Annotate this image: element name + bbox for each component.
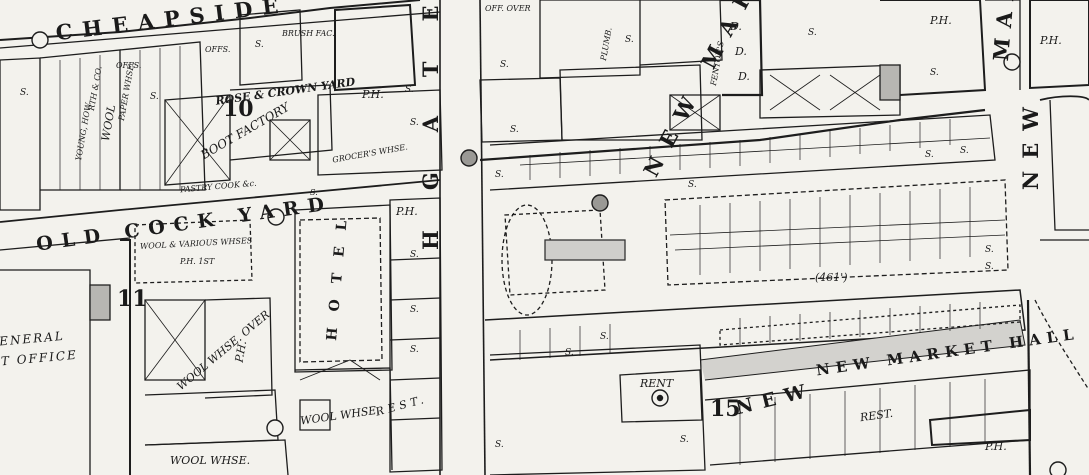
label-shop: S.	[625, 35, 634, 45]
label-shop: S.	[20, 88, 29, 98]
label-ph: P.H.	[930, 14, 952, 27]
label-offs: OFFS.	[116, 61, 142, 70]
label-shop: S.	[410, 305, 419, 315]
label-shop: S.	[985, 262, 994, 272]
label-shop: S.	[925, 150, 934, 160]
label-ph: P.H.	[362, 88, 384, 101]
label-shop: S.	[985, 245, 994, 255]
label-shop: S.	[600, 332, 609, 342]
label-offs-2: OFFS.	[205, 45, 231, 54]
label-shop: S.	[960, 146, 969, 156]
street-new-right: NEW	[1018, 95, 1043, 190]
label-market-area: (461')	[815, 271, 848, 284]
label-rent: RENT	[640, 377, 674, 390]
label-ph: P.H.	[985, 440, 1007, 453]
label-shop: S.	[808, 28, 817, 38]
label-wool-whse: WOOL WHSE.	[170, 454, 251, 467]
label-shop: S.	[410, 345, 419, 355]
label-shop: S.	[255, 40, 264, 50]
label-brush-fac: BRUSH FAC.	[282, 29, 335, 38]
sheet-number-11: 11	[117, 286, 148, 312]
label-general-post-office: ENERAL T OFFICE	[0, 328, 79, 369]
label-d: D.	[738, 70, 750, 83]
label-shop: S.	[688, 180, 697, 190]
label-ph-first: P.H. 1ST	[180, 257, 215, 266]
label-off-over: OFF. OVER	[485, 4, 531, 13]
street-highgate: HGATE	[418, 0, 443, 250]
label-shop: S.	[410, 250, 419, 260]
label-ph: P.H.	[396, 205, 418, 218]
sheet-number-10: 10	[223, 96, 254, 122]
label-shop: S.	[930, 68, 939, 78]
label-d: D.	[730, 20, 742, 33]
label-shop: S.	[310, 188, 318, 197]
label-shop: S.	[150, 92, 159, 102]
label-shop: S.	[680, 435, 689, 445]
label-shop: S.	[500, 60, 509, 70]
label-shop: S.	[410, 118, 419, 128]
label-shop: S.	[405, 85, 414, 95]
label-shop: S.	[510, 125, 519, 135]
label-d: D.	[735, 45, 747, 58]
label-shop: S.	[565, 348, 574, 358]
label-shop: S.	[495, 170, 504, 180]
label-shop: S.	[495, 440, 504, 450]
sheet-number-15: 15	[710, 396, 741, 422]
label-ph: P.H.	[1040, 34, 1062, 47]
